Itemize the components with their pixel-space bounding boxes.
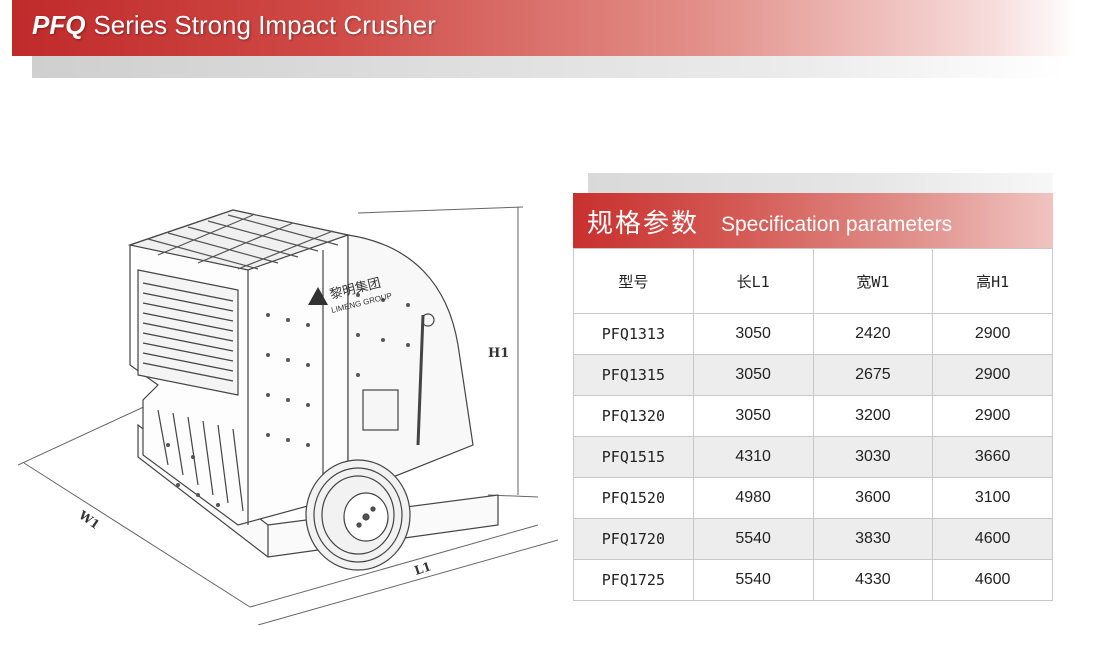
cell-width: 3200	[812, 395, 934, 437]
title-text: Series Strong Impact Crusher	[93, 10, 436, 40]
spec-header-row: 型号 长L1 宽W1 高H1	[573, 248, 1053, 314]
side-grille	[137, 269, 239, 396]
cell-height: 3660	[932, 436, 1053, 478]
cell-width: 2675	[812, 354, 934, 396]
dimension-lines	[18, 206, 558, 625]
spec-title-cn: 规格参数	[587, 209, 700, 239]
spec-table: 型号 长L1 宽W1 高H1 PFQ1313 3050 2420 2900 PF…	[573, 248, 1053, 601]
inspection-door	[362, 313, 435, 446]
cell-height: 3100	[932, 477, 1053, 519]
title-banner-shadow	[32, 56, 1064, 78]
table-row: PFQ1315 3050 2675 2900	[573, 354, 1053, 396]
crusher-drawing: 黎明集团 LIMENG GROUP H1 W1 L1	[18, 206, 558, 625]
dimension-label-h1: H1	[488, 346, 509, 361]
col-model: 型号	[573, 248, 694, 314]
table-row: PFQ1725 5540 4330 4600	[573, 559, 1053, 601]
title-prefix: PFQ	[32, 10, 86, 40]
cell-model: PFQ1725	[573, 559, 694, 601]
cell-width: 2420	[812, 313, 934, 355]
col-width: 宽W1	[812, 248, 934, 314]
cell-length: 5540	[692, 559, 814, 601]
table-row: PFQ1320 3050 3200 2900	[573, 395, 1053, 437]
table-row: PFQ1515 4310 3030 3660	[573, 436, 1053, 478]
cell-length: 5540	[692, 518, 814, 560]
table-row: PFQ1520 4980 3600 3100	[573, 477, 1053, 519]
spec-title-en: Specification parameters	[721, 213, 953, 236]
cell-height: 2900	[932, 313, 1053, 355]
cell-height: 4600	[932, 518, 1053, 560]
cell-width: 4330	[812, 559, 934, 601]
cell-length: 3050	[692, 354, 814, 396]
dimension-label-w1: W1	[75, 507, 102, 532]
table-row: PFQ1720 5540 3830 4600	[573, 518, 1053, 560]
cell-height: 2900	[932, 395, 1053, 437]
cell-model: PFQ1515	[573, 436, 694, 478]
cell-length: 3050	[692, 313, 814, 355]
cell-width: 3600	[812, 477, 934, 519]
cell-model: PFQ1313	[573, 313, 694, 355]
cell-height: 4600	[932, 559, 1053, 601]
dimension-label-l1: L1	[413, 559, 433, 578]
cell-length: 3050	[692, 395, 814, 437]
cell-width: 3830	[812, 518, 934, 560]
cell-model: PFQ1315	[573, 354, 694, 396]
title-banner	[12, 0, 1077, 56]
table-row: PFQ1313 3050 2420 2900	[573, 313, 1053, 355]
cell-model: PFQ1320	[573, 395, 694, 437]
cell-model: PFQ1520	[573, 477, 694, 519]
spec-header-shadow	[588, 173, 1053, 195]
cell-height: 2900	[932, 354, 1053, 396]
col-length: 长L1	[692, 248, 814, 314]
cell-length: 4310	[692, 436, 814, 478]
col-height: 高H1	[932, 248, 1053, 314]
top-cage	[147, 214, 339, 270]
pulley-wheel	[305, 459, 411, 571]
cell-length: 4980	[692, 477, 814, 519]
spec-header: 规格参数 Specification parameters	[573, 193, 1053, 248]
cell-model: PFQ1720	[573, 518, 694, 560]
lower-ribs	[157, 409, 244, 512]
cell-width: 3030	[812, 436, 934, 478]
rivet-dots	[166, 293, 410, 507]
